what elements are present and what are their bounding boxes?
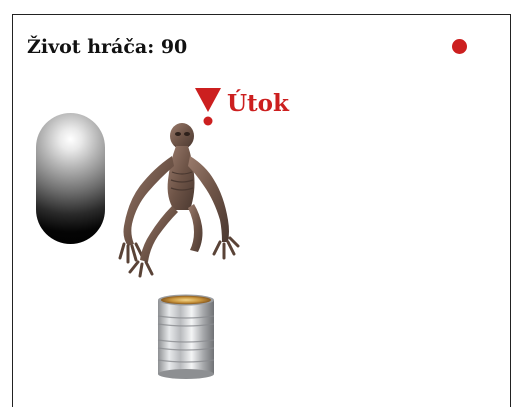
attack-label: Útok — [227, 90, 289, 117]
crawling-creature[interactable] — [110, 122, 242, 278]
glossy-capsule[interactable] — [36, 113, 105, 244]
tin-can[interactable] — [155, 294, 217, 380]
status-dot — [452, 39, 467, 54]
game-frame — [12, 14, 511, 407]
attack-indicator: Útok — [193, 86, 303, 130]
player-health-label: Život hráča: 90 — [27, 36, 188, 58]
exclamation-icon — [195, 88, 221, 126]
